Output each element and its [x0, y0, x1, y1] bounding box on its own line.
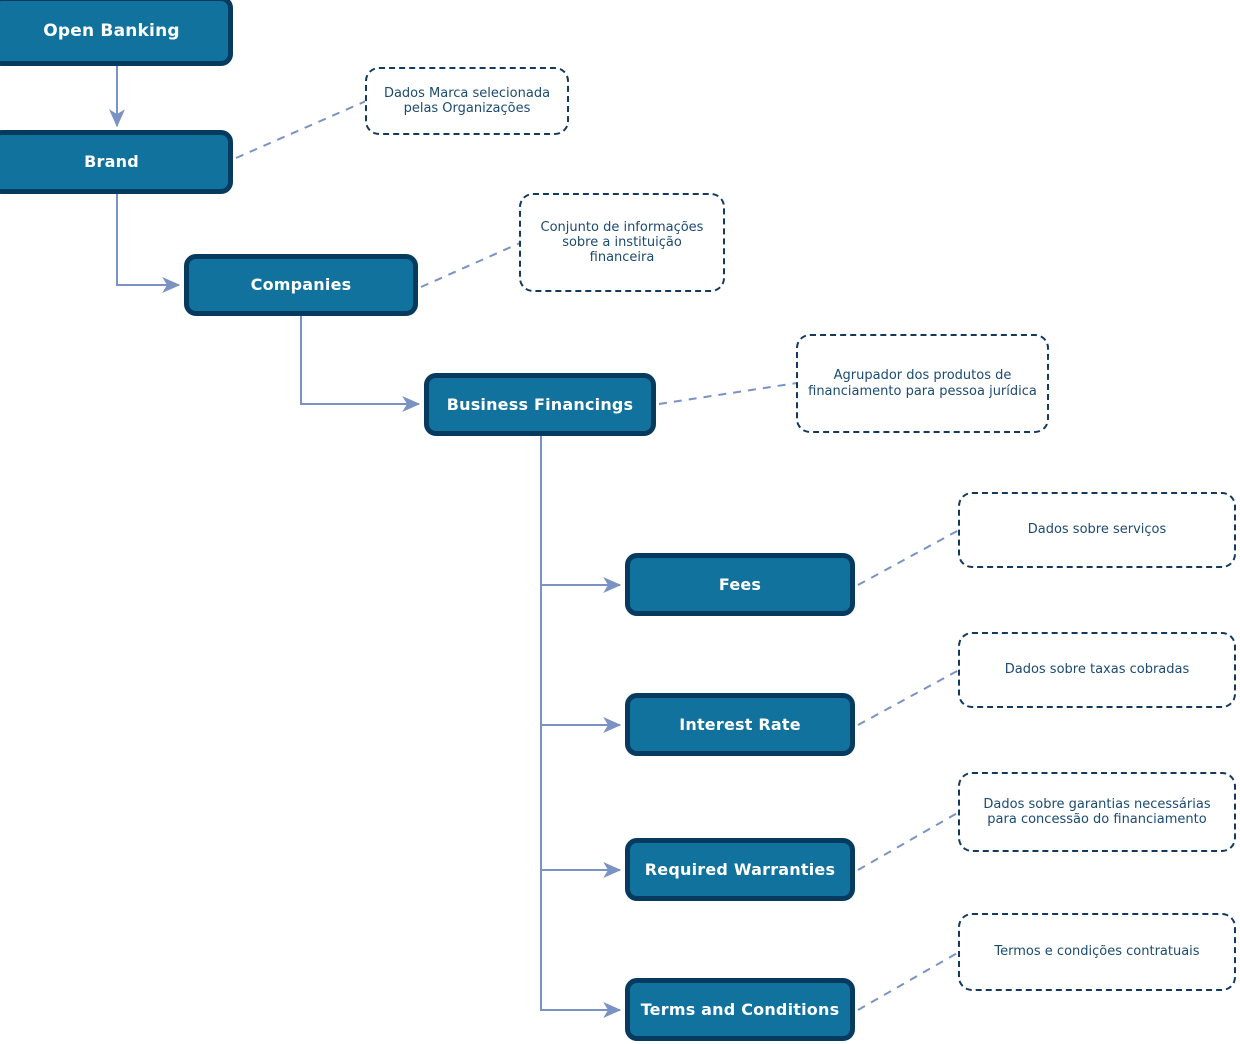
node-open-banking[interactable]: Open Banking	[0, 0, 233, 66]
connector-business-financings-to-required-warranties	[540, 725, 622, 878]
node-label-brand: Brand	[84, 152, 139, 172]
connector-companies-to-business-financings	[300, 316, 421, 412]
note-required-warranties: Dados sobre garantias necessárias para c…	[958, 772, 1236, 852]
node-companies[interactable]: Companies	[184, 254, 418, 316]
connector-brand-to-companies	[116, 194, 181, 293]
leader-fees-to-note	[857, 529, 960, 586]
node-label-interest-rate: Interest Rate	[679, 714, 801, 734]
note-text-business-financings: Agrupador dos produtos de financiamento …	[808, 368, 1037, 399]
leader-business-financings-to-note	[658, 382, 798, 405]
leader-required-warranties-to-note	[857, 811, 960, 871]
leader-brand-to-note	[235, 100, 367, 159]
leader-interest-rate-to-note	[857, 669, 960, 726]
note-text-required-warranties: Dados sobre garantias necessárias para c…	[983, 796, 1211, 827]
note-interest-rate: Dados sobre taxas cobradas	[958, 632, 1236, 708]
connector-business-financings-to-fees	[540, 436, 622, 593]
node-label-open-banking: Open Banking	[43, 20, 180, 41]
node-label-terms-and-conditions: Terms and Conditions	[640, 999, 840, 1019]
node-brand[interactable]: Brand	[0, 130, 233, 194]
node-business-financings[interactable]: Business Financings	[424, 373, 656, 436]
node-label-companies: Companies	[250, 275, 352, 295]
node-label-required-warranties: Required Warranties	[644, 859, 836, 879]
leader-terms-to-note	[857, 951, 960, 1011]
node-label-fees: Fees	[718, 574, 762, 594]
connector-business-financings-to-terms-and-conditions	[540, 870, 622, 1018]
leader-companies-to-note	[420, 242, 521, 288]
note-terms-and-conditions: Termos e condições contratuais	[958, 913, 1236, 991]
note-text-brand: Dados Marca selecionada pelas Organizaçõ…	[383, 85, 551, 116]
note-business-financings: Agrupador dos produtos de financiamento …	[796, 334, 1049, 433]
note-brand: Dados Marca selecionada pelas Organizaçõ…	[365, 67, 569, 135]
note-text-interest-rate: Dados sobre taxas cobradas	[1004, 662, 1190, 678]
note-fees: Dados sobre serviços	[958, 492, 1236, 568]
note-text-terms-and-conditions: Termos e condições contratuais	[994, 944, 1200, 960]
note-text-fees: Dados sobre serviços	[1027, 522, 1167, 538]
node-label-business-financings: Business Financings	[446, 394, 634, 414]
node-interest-rate[interactable]: Interest Rate	[625, 693, 855, 756]
connector-business-financings-to-interest-rate	[540, 585, 622, 733]
node-fees[interactable]: Fees	[625, 553, 855, 616]
note-companies: Conjunto de informações sobre a institui…	[519, 193, 725, 292]
node-required-warranties[interactable]: Required Warranties	[625, 838, 855, 901]
node-terms-and-conditions[interactable]: Terms and Conditions	[625, 978, 855, 1041]
note-text-companies: Conjunto de informações sobre a institui…	[540, 219, 704, 266]
